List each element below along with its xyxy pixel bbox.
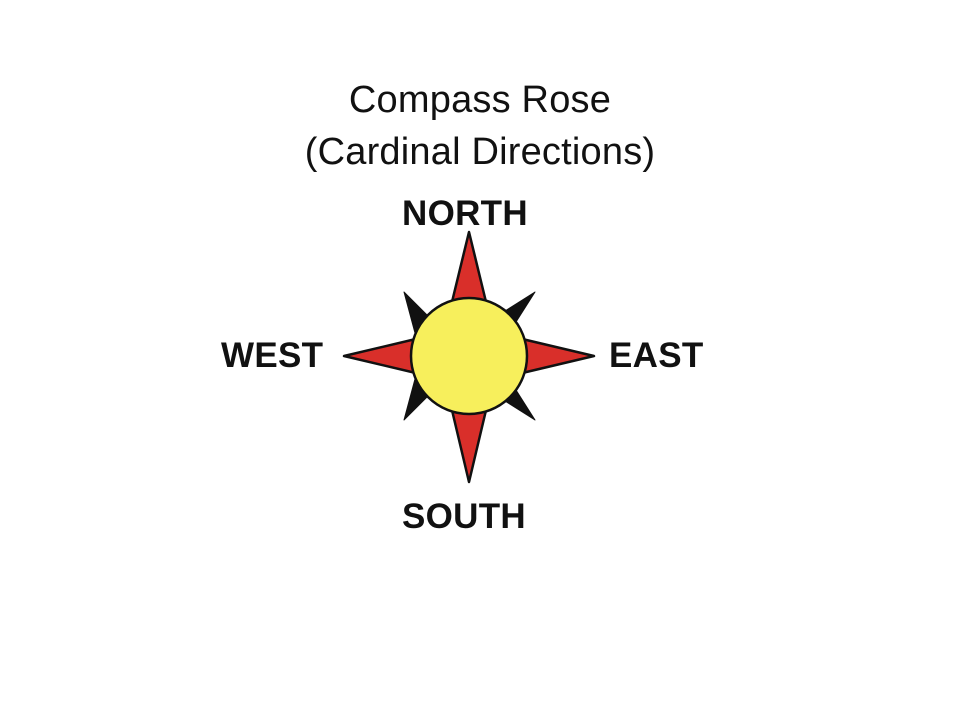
east-point bbox=[516, 336, 596, 376]
title-line-main: Compass Rose bbox=[348, 79, 612, 121]
south-label: SOUTH bbox=[402, 497, 526, 536]
compass-center-circle bbox=[409, 296, 529, 416]
west-label: WEST bbox=[221, 336, 324, 375]
south-point bbox=[449, 404, 489, 484]
north-point bbox=[449, 230, 489, 308]
east-label: EAST bbox=[609, 336, 704, 375]
west-point bbox=[342, 336, 422, 376]
north-label: NORTH bbox=[402, 194, 528, 233]
title-line-subtitle: (Cardinal Directions) bbox=[304, 131, 656, 173]
